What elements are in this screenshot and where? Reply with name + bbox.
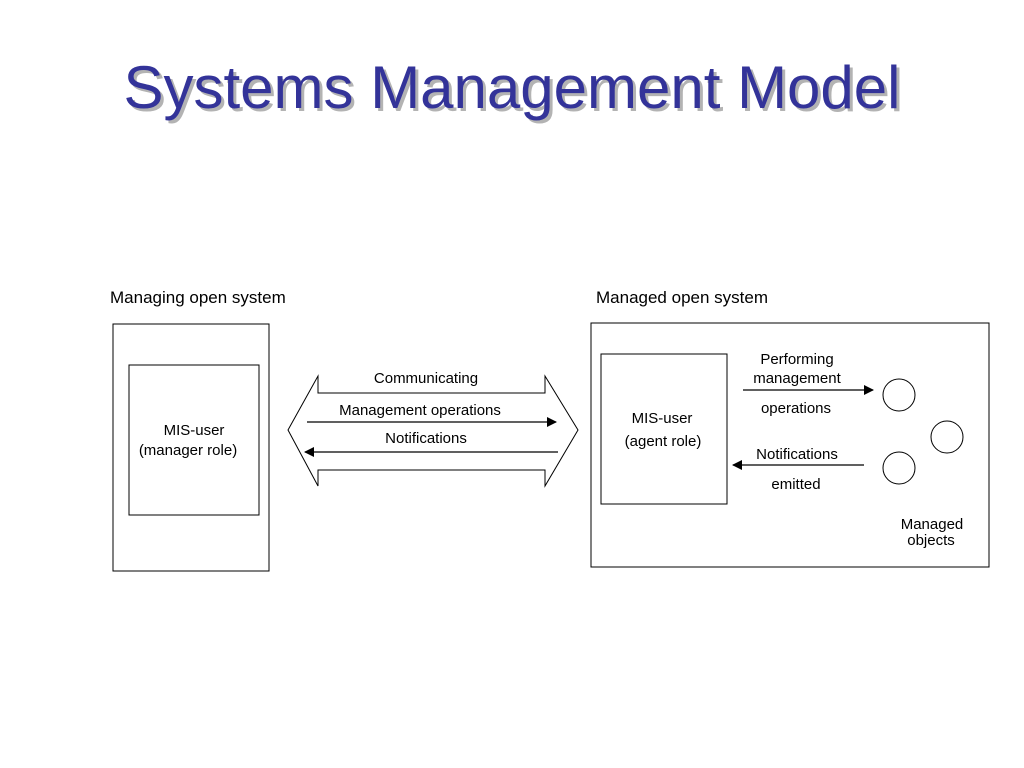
emitted-label: emitted [771, 476, 820, 493]
management-operations-label: Management operations [339, 402, 501, 419]
communication-channel-shape [287, 374, 579, 488]
managed-objects-label: Managed [901, 516, 964, 533]
manager-mis-user-label: MIS-user [164, 422, 225, 439]
agent-mis-user-box [600, 353, 728, 505]
agent-mis-user-label: MIS-user [632, 410, 693, 427]
managing-system-label: Managing open system [110, 288, 286, 307]
managed-objects-label-2: objects [907, 532, 955, 549]
manager-mis-user-box [128, 364, 260, 516]
management-label: management [753, 370, 841, 387]
performing-label: Performing [760, 351, 833, 368]
managed-system-label: Managed open system [596, 288, 768, 307]
manager-role-label: (manager role) [139, 442, 237, 459]
channel-notifications-label: Notifications [385, 430, 467, 447]
managed-object-circle-1 [882, 378, 916, 412]
managing-system-box [112, 323, 270, 572]
managed-system-box [590, 322, 990, 568]
managed-object-circle-3 [882, 451, 916, 485]
communicating-label: Communicating [374, 370, 478, 387]
slide-title: Systems Management Model [123, 54, 901, 121]
operations-label: operations [761, 400, 831, 417]
managed-object-circle-2 [930, 420, 964, 454]
notifications-emitted-label: Notifications [756, 446, 838, 463]
agent-role-label: (agent role) [625, 433, 702, 450]
